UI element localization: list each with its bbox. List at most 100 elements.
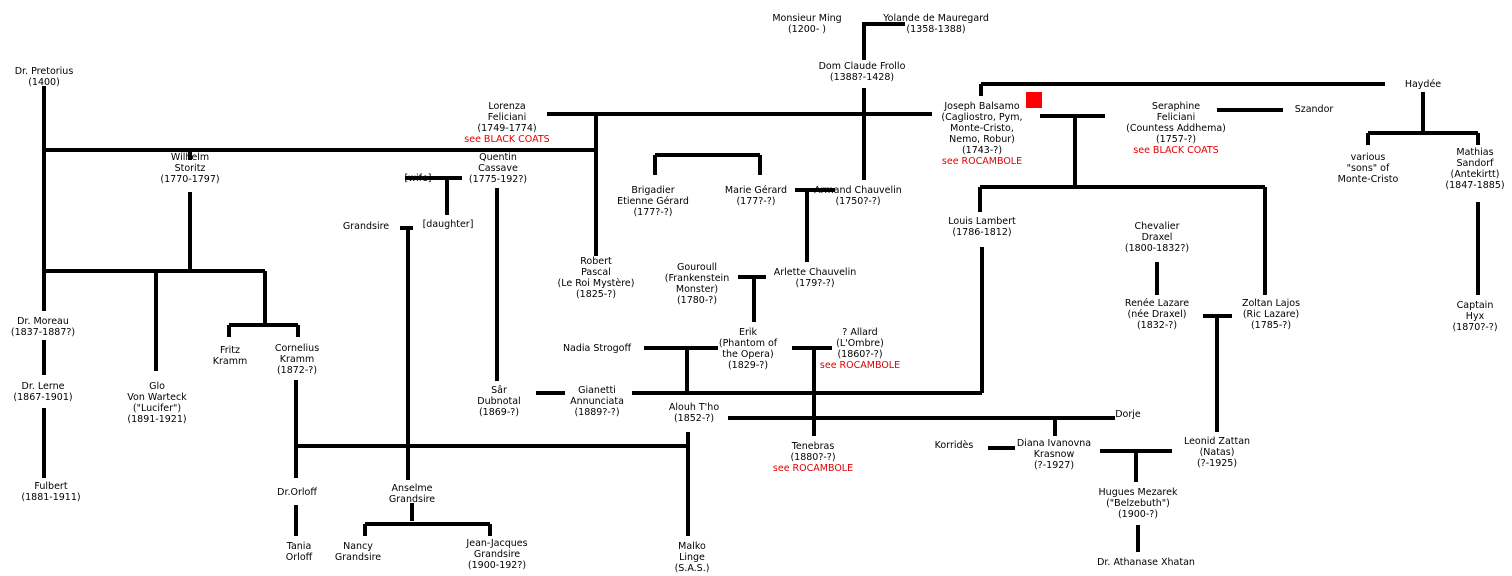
person-detail: (1870?-?) <box>1452 322 1498 333</box>
person-detail: Nemo, Robur) <box>949 134 1015 145</box>
person-detail: Grandsire <box>388 494 436 505</box>
person-name: Marie Gérard <box>724 185 788 196</box>
person-detail: Krasnow <box>1033 449 1075 460</box>
red-marker-square <box>1026 92 1042 108</box>
person-node-ming: Monsieur Ming(1200- ) <box>772 13 841 35</box>
person-detail: "sons" of <box>1346 163 1390 174</box>
person-detail: (Frankenstein <box>664 273 730 284</box>
person-detail: (Cagliostro, Pym, <box>941 112 1023 123</box>
person-name: Alouh T'ho <box>668 402 720 413</box>
person-name: Dr. Moreau <box>17 316 69 327</box>
person-node-pretorius: Dr. Pretorius(1400) <box>15 66 74 88</box>
person-node-nadia: Nadia Strogoff <box>563 343 631 354</box>
person-node-frollo: Dom Claude Frollo(1388?-1428) <box>819 61 906 83</box>
person-name: Chevalier <box>1134 221 1180 232</box>
person-detail: (?-1927) <box>1033 460 1075 471</box>
person-detail: (1847-1885) <box>1445 180 1505 191</box>
person-node-hugues: Hugues Mezarek("Belzebuth")(1900-?) <box>1099 487 1178 520</box>
person-name: Wilhelm <box>170 152 210 163</box>
person-node-szandor: Szandor <box>1295 104 1334 115</box>
person-name: Fulbert <box>34 481 68 492</box>
person-detail: (1825-?) <box>575 289 617 300</box>
person-detail: (1750?-?) <box>835 196 881 207</box>
person-detail: (1837-1887?) <box>10 327 76 338</box>
person-detail: (1200- ) <box>787 24 827 35</box>
person-node-allard: ? Allard(L'Ombre)(1860?-?)see ROCAMBOLE <box>820 327 900 371</box>
person-detail: (1743-?) <box>961 145 1003 156</box>
person-detail: Pascal <box>581 267 611 278</box>
person-detail: (Natas) <box>1199 447 1235 458</box>
person-name: Fritz <box>219 345 241 356</box>
person-name: Erik <box>738 327 758 338</box>
person-name: [wife] <box>404 173 432 184</box>
person-detail: Hyx <box>1465 311 1485 322</box>
person-name: Yolande de Mauregard <box>883 13 989 24</box>
person-detail: (1780-?) <box>676 295 718 306</box>
person-detail: Cassave <box>478 163 518 174</box>
person-detail: (1786-1812) <box>952 227 1012 238</box>
person-detail: Grandsire <box>334 552 382 563</box>
person-name: Captain <box>1456 300 1494 311</box>
person-name: Dom Claude Frollo <box>818 61 906 72</box>
person-name: Dr. Athanase Xhatan <box>1097 557 1195 568</box>
cross-reference-link[interactable]: see ROCAMBOLE <box>772 463 854 474</box>
person-name: Dr. Lerne <box>21 381 65 392</box>
person-name: ? Allard <box>842 327 878 338</box>
person-detail: (1869-?) <box>478 407 520 418</box>
person-name: Seraphine <box>1151 101 1201 112</box>
person-node-arlette: Arlette Chauvelin(179?-?) <box>774 267 856 289</box>
person-name: Quentin <box>479 152 517 163</box>
person-name: Monsieur Ming <box>772 13 842 24</box>
cross-reference-link[interactable]: see BLACK COATS <box>1133 145 1219 156</box>
person-node-lerne: Dr. Lerne(1867-1901) <box>13 381 72 403</box>
person-node-balsamo: Joseph Balsamo(Cagliostro, Pym,Monte-Cri… <box>941 101 1022 167</box>
person-detail: (Le Roi Mystère) <box>557 278 635 289</box>
cross-reference-link[interactable]: see BLACK COATS <box>464 134 550 145</box>
person-detail: Feliciani <box>487 112 527 123</box>
person-name: Malko <box>678 541 706 552</box>
person-detail: (1891-1921) <box>127 414 187 425</box>
person-detail: (1881-1911) <box>21 492 81 503</box>
person-detail: (Phantom of <box>718 338 778 349</box>
person-name: Lorenza <box>488 101 526 112</box>
person-name: Glo <box>149 381 165 392</box>
person-detail: (1749-1774) <box>477 123 537 134</box>
person-name: Renée Lazare <box>1124 298 1190 309</box>
person-detail: Monster) <box>675 284 719 295</box>
person-name: Korridès <box>934 440 974 451</box>
person-node-fulbert: Fulbert(1881-1911) <box>21 481 80 503</box>
person-detail: Von Warteck <box>127 392 187 403</box>
person-name: Arlette Chauvelin <box>773 267 857 278</box>
person-detail: (177?-?) <box>736 196 776 207</box>
person-detail: Orloff <box>285 552 313 563</box>
person-node-marie: Marie Gérard(177?-?) <box>725 185 787 207</box>
person-detail: (1757-?) <box>1155 134 1197 145</box>
person-detail: Kramm <box>279 354 315 365</box>
person-detail: (1358-1388) <box>906 24 966 35</box>
cross-reference-link[interactable]: see ROCAMBOLE <box>819 360 901 371</box>
person-node-orloff: Dr.Orloff <box>277 487 317 498</box>
person-detail: (1860?-?) <box>837 349 883 360</box>
person-detail: Feliciani <box>1156 112 1196 123</box>
person-name: Dr. Pretorius <box>14 66 74 77</box>
person-name: Leonid Zattan <box>1183 436 1251 447</box>
person-name: Sâr <box>491 385 507 396</box>
person-detail: (1880?-?) <box>790 452 836 463</box>
person-detail: (1832-?) <box>1136 320 1178 331</box>
person-name: Mathias <box>1456 147 1494 158</box>
person-detail: (1852-?) <box>673 413 715 424</box>
person-detail: ("Lucifer") <box>132 403 182 414</box>
person-name: Grandsire <box>342 221 390 232</box>
cross-reference-link[interactable]: see ROCAMBOLE <box>941 156 1023 167</box>
